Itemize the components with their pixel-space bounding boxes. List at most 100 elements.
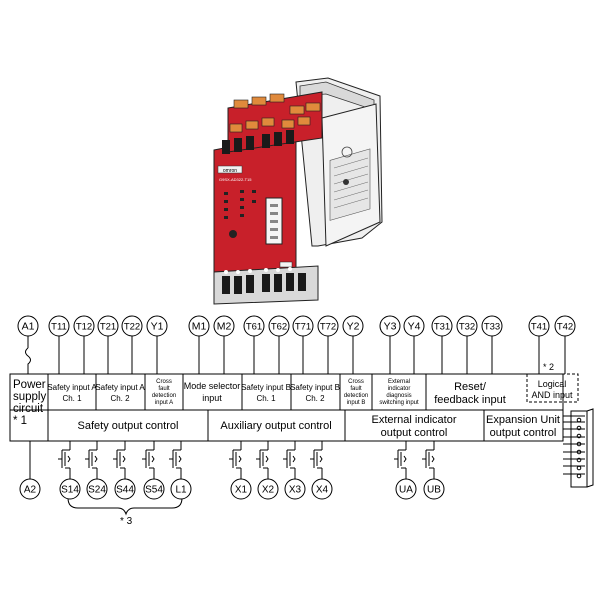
terminal-label: A2 bbox=[24, 485, 37, 496]
safety-b1-label-2: Ch. 1 bbox=[256, 394, 276, 403]
terminal-label: Y1 bbox=[151, 321, 164, 333]
power-label-2: supply bbox=[13, 391, 46, 403]
terminal-label: T72 bbox=[320, 322, 336, 333]
terminal-t22: T22 bbox=[121, 315, 143, 337]
main-box bbox=[9, 373, 564, 442]
ext-diag-label-2: indicator bbox=[388, 386, 411, 392]
terminal-label: UB bbox=[427, 485, 441, 496]
cross-b-label-4: input B bbox=[347, 400, 366, 406]
terminal-label: Y3 bbox=[384, 321, 397, 333]
selector-dial bbox=[229, 230, 237, 238]
transistor-symbol bbox=[85, 441, 106, 479]
terminal-label: T31 bbox=[434, 322, 450, 333]
transistor-symbol bbox=[229, 441, 250, 479]
terminal-label: T11 bbox=[51, 322, 67, 333]
power-label-note: * 1 bbox=[13, 415, 27, 427]
terminal-t11: T11 bbox=[48, 315, 70, 337]
terminal-a1: A1 bbox=[17, 315, 39, 337]
note3-brace bbox=[67, 497, 183, 516]
terminal-label: S14 bbox=[61, 485, 79, 496]
terminal-s54: S54 bbox=[143, 478, 165, 500]
terminal-s14: S14 bbox=[59, 478, 81, 500]
terminal-m2: M2 bbox=[213, 315, 235, 337]
transistor-symbol bbox=[58, 441, 79, 479]
fuse-symbol bbox=[25, 336, 31, 374]
device-brand: omron bbox=[223, 168, 237, 174]
terminal-label: Y4 bbox=[408, 321, 421, 333]
terminal-label: T12 bbox=[76, 322, 92, 333]
terminal-label: X1 bbox=[235, 485, 248, 496]
cross-b-label-3: detection bbox=[344, 393, 368, 399]
mode-label-2: input bbox=[202, 393, 222, 403]
ext-out-label-2: output control bbox=[381, 427, 448, 439]
reset-label-1: Reset/ bbox=[454, 381, 487, 393]
terminal-label: T71 bbox=[295, 322, 311, 333]
safety-a1-label-1: Safety input A bbox=[47, 383, 97, 392]
power-label-3: circuit bbox=[13, 403, 44, 415]
terminal-t32: T32 bbox=[456, 315, 478, 337]
aux-out-label: Auxiliary output control bbox=[220, 420, 331, 432]
terminal-label: T61 bbox=[246, 322, 262, 333]
safety-out-label: Safety output control bbox=[78, 420, 179, 432]
cross-a-label-3: detection bbox=[152, 393, 176, 399]
transistor-symbol bbox=[169, 441, 190, 479]
terminal-y4: Y4 bbox=[403, 315, 425, 337]
reset-label-2: feedback input bbox=[434, 394, 506, 406]
cross-a-label-2: fault bbox=[158, 386, 170, 392]
block-labels: Power supply circuit * 1 Safety input A … bbox=[13, 362, 573, 527]
terminal-x2: X2 bbox=[257, 478, 279, 500]
safety-b2-label-2: Ch. 2 bbox=[305, 394, 325, 403]
exp-out-label-2: output control bbox=[490, 427, 557, 439]
transistor-symbol bbox=[394, 441, 415, 479]
terminal-ub: UB bbox=[423, 478, 445, 500]
terminal-label: M2 bbox=[217, 321, 232, 333]
safety-a2-label-2: Ch. 2 bbox=[110, 394, 130, 403]
terminal-t42: T42 bbox=[554, 315, 576, 337]
terminal-label: X4 bbox=[316, 485, 329, 496]
logical-label-1: Logical bbox=[538, 379, 567, 389]
terminal-label: Y2 bbox=[347, 321, 360, 333]
terminal-t12: T12 bbox=[73, 315, 95, 337]
terminal-label: T21 bbox=[100, 322, 116, 333]
transistor-symbol bbox=[256, 441, 277, 479]
terminal-label: S54 bbox=[145, 485, 163, 496]
ext-diag-label-3: diagnosis bbox=[386, 393, 411, 399]
terminal-t71: T71 bbox=[292, 315, 314, 337]
terminal-t41: T41 bbox=[528, 315, 550, 337]
logical-and-box bbox=[526, 373, 579, 403]
terminal-label: X3 bbox=[289, 485, 302, 496]
logical-label-2: AND input bbox=[531, 390, 573, 400]
terminal-s44: S44 bbox=[114, 478, 136, 500]
terminal-label: T33 bbox=[484, 322, 500, 333]
ext-diag-label-4: switching input bbox=[379, 400, 419, 406]
terminal-y3: Y3 bbox=[379, 315, 401, 337]
transistor-symbol bbox=[422, 441, 443, 479]
terminal-t72: T72 bbox=[317, 315, 339, 337]
terminal-y2: Y2 bbox=[342, 315, 364, 337]
terminal-t21: T21 bbox=[97, 315, 119, 337]
note2-label: * 2 bbox=[543, 362, 554, 372]
terminal-label: X2 bbox=[262, 485, 275, 496]
ext-diag-label-1: External bbox=[388, 379, 410, 385]
terminal-label: S44 bbox=[116, 485, 134, 496]
terminal-t61: T61 bbox=[243, 315, 265, 337]
ext-out-label-1: External indicator bbox=[372, 414, 457, 426]
transistor-symbol bbox=[310, 441, 331, 479]
terminal-x1: X1 bbox=[230, 478, 252, 500]
safety-a2-label-1: Safety input A bbox=[95, 383, 145, 392]
cross-a-label-1: Cross bbox=[156, 379, 172, 385]
cross-a-label-4: input A bbox=[155, 400, 173, 406]
transistor-symbol bbox=[142, 441, 163, 479]
safety-a1-label-2: Ch. 1 bbox=[62, 394, 82, 403]
terminal-s24: S24 bbox=[86, 478, 108, 500]
note3-label: * 3 bbox=[120, 516, 133, 527]
brand-plate bbox=[217, 165, 243, 174]
output-transistors bbox=[58, 441, 443, 479]
terminal-m1: M1 bbox=[188, 315, 210, 337]
status-leds bbox=[224, 190, 256, 219]
terminal-label: S24 bbox=[88, 485, 106, 496]
terminal-label: L1 bbox=[175, 485, 187, 496]
terminal-label: T22 bbox=[124, 322, 140, 333]
cross-b-label-1: Cross bbox=[348, 379, 364, 385]
